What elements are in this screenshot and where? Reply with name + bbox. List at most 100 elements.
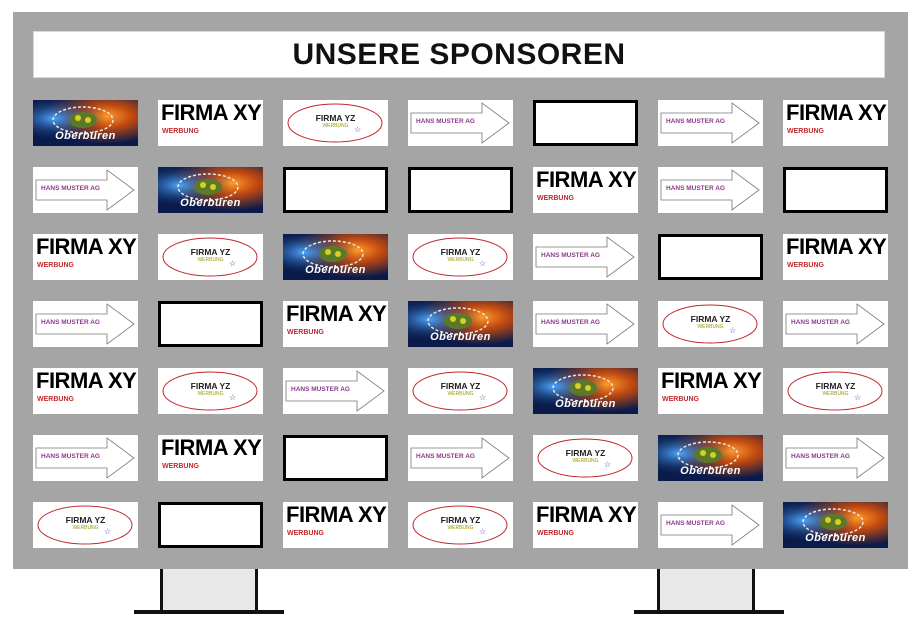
sponsor-logo-blank — [783, 167, 888, 213]
sponsor-logo-blank — [283, 435, 388, 481]
board-leg-right — [657, 569, 755, 613]
oberbueren-name: Oberbüren — [180, 197, 241, 209]
star-icon: ☆ — [479, 259, 487, 268]
firma-yz-name: FIRMA YZ — [65, 515, 106, 525]
firma-yz-sub: WERBUNG — [322, 123, 349, 129]
firma-yz-name: FIRMA YZ — [815, 381, 856, 391]
board-foot-right — [634, 610, 784, 614]
page-title: UNSERE SPONSOREN — [292, 37, 626, 71]
firma-yz-sub: WERBUNG — [197, 391, 224, 397]
hans-muster-name: HANS MUSTER AG — [416, 453, 475, 460]
firma-yz-name: FIRMA YZ — [440, 515, 481, 525]
firma-xy-name: FIRMA XY — [161, 435, 262, 460]
firma-yz-sub: WERBUNG — [447, 257, 474, 263]
ellipse-icon — [412, 505, 508, 545]
sponsor-logo-ob: Oberbüren — [533, 368, 638, 414]
firma-xy-sub: WERBUNG — [37, 396, 74, 403]
ellipse-icon — [662, 304, 758, 344]
sponsor-logo-blank — [658, 234, 763, 280]
firma-xy-sub: WERBUNG — [287, 530, 324, 537]
firma-xy-name: FIRMA XY — [161, 100, 262, 125]
ellipse-icon — [412, 237, 508, 277]
club-emblem-icon — [533, 368, 638, 414]
oberbueren-name: Oberbüren — [555, 398, 616, 410]
sponsor-logo-xy: FIRMA XY WERBUNG — [533, 167, 638, 213]
ellipse-icon — [412, 371, 508, 411]
sponsor-logo-hm: HANS MUSTER AG — [783, 301, 888, 347]
ellipse-icon — [787, 371, 883, 411]
oberbueren-name: Oberbüren — [55, 130, 116, 142]
club-emblem-icon — [33, 100, 138, 146]
firma-yz-name: FIRMA YZ — [315, 113, 356, 123]
firma-xy-sub: WERBUNG — [662, 396, 699, 403]
sponsor-logo-hm: HANS MUSTER AG — [408, 435, 513, 481]
sponsor-logo-ob: Oberbüren — [408, 301, 513, 347]
star-icon: ☆ — [229, 393, 237, 402]
firma-xy-name: FIRMA XY — [536, 502, 637, 527]
arrow-icon — [35, 437, 135, 479]
sponsor-logo-hm: HANS MUSTER AG — [33, 301, 138, 347]
hans-muster-name: HANS MUSTER AG — [291, 386, 350, 393]
sponsor-logo-blank — [408, 167, 513, 213]
firma-xy-sub: WERBUNG — [37, 262, 74, 269]
sponsor-logo-hm: HANS MUSTER AG — [658, 502, 763, 548]
hans-muster-name: HANS MUSTER AG — [41, 453, 100, 460]
arrow-icon — [285, 370, 385, 412]
firma-xy-name: FIRMA XY — [786, 234, 887, 259]
arrow-icon — [785, 303, 885, 345]
firma-xy-sub: WERBUNG — [537, 195, 574, 202]
firma-yz-name: FIRMA YZ — [565, 448, 606, 458]
firma-xy-sub: WERBUNG — [162, 463, 199, 470]
arrow-icon — [785, 437, 885, 479]
arrow-icon — [410, 102, 510, 144]
sponsor-logo-hm: HANS MUSTER AG — [33, 167, 138, 213]
arrow-icon — [535, 236, 635, 278]
hans-muster-name: HANS MUSTER AG — [666, 118, 725, 125]
arrow-icon — [660, 169, 760, 211]
firma-yz-name: FIRMA YZ — [190, 381, 231, 391]
club-emblem-icon — [658, 435, 763, 481]
sponsor-logo-hm: HANS MUSTER AG — [533, 234, 638, 280]
firma-xy-name: FIRMA XY — [536, 167, 637, 192]
sponsor-logo-hm: HANS MUSTER AG — [33, 435, 138, 481]
sponsor-board — [13, 12, 908, 569]
sponsor-logo-blank — [283, 167, 388, 213]
club-emblem-icon — [283, 234, 388, 280]
title-banner: UNSERE SPONSOREN — [33, 31, 885, 78]
sponsor-logo-hm: HANS MUSTER AG — [658, 167, 763, 213]
sponsor-logo-blank — [158, 301, 263, 347]
firma-yz-name: FIRMA YZ — [440, 247, 481, 257]
hans-muster-name: HANS MUSTER AG — [791, 319, 850, 326]
arrow-icon — [660, 504, 760, 546]
star-icon: ☆ — [604, 460, 612, 469]
star-icon: ☆ — [104, 527, 112, 536]
sponsor-logo-blank — [158, 502, 263, 548]
firma-xy-sub: WERBUNG — [287, 329, 324, 336]
ellipse-icon — [162, 371, 258, 411]
firma-yz-sub: WERBUNG — [447, 391, 474, 397]
sponsor-logo-xy: FIRMA XY WERBUNG — [33, 368, 138, 414]
oberbueren-name: Oberbüren — [805, 532, 866, 544]
ellipse-icon — [537, 438, 633, 478]
firma-yz-name: FIRMA YZ — [690, 314, 731, 324]
firma-xy-name: FIRMA XY — [36, 368, 137, 393]
star-icon: ☆ — [729, 326, 737, 335]
sponsor-logo-ob: Oberbüren — [783, 502, 888, 548]
sponsor-logo-xy: FIRMA XY WERBUNG — [158, 435, 263, 481]
oberbueren-name: Oberbüren — [430, 331, 491, 343]
sponsor-logo-ob: Oberbüren — [658, 435, 763, 481]
arrow-icon — [35, 303, 135, 345]
firma-xy-name: FIRMA XY — [286, 502, 387, 527]
star-icon: ☆ — [354, 125, 362, 134]
sponsor-logo-xy: FIRMA XY WERBUNG — [283, 502, 388, 548]
